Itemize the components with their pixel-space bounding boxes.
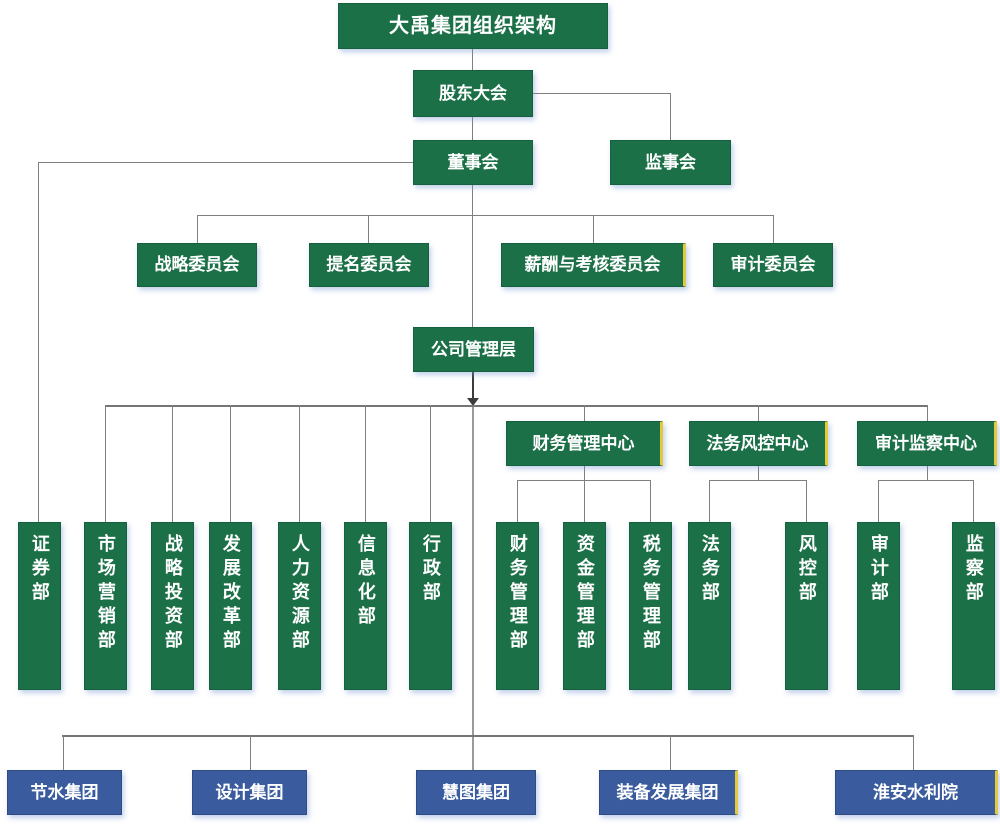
org-node-management[interactable]: 公司管理层 [413, 327, 534, 372]
connector-line [517, 480, 518, 522]
connector-line [430, 405, 431, 522]
dept-informatization[interactable]: 信息化部 [344, 522, 387, 690]
connector-line [973, 480, 974, 522]
connector-line [230, 405, 231, 522]
connector-line [299, 405, 300, 522]
connector-line [172, 405, 173, 522]
connector-line [472, 407, 474, 770]
dept-marketing[interactable]: 市场营销部 [84, 522, 127, 690]
connector-line [758, 466, 759, 480]
arrowhead-down-icon [467, 398, 479, 406]
dept-financial-management[interactable]: 财务管理部 [496, 522, 539, 690]
connector-line [38, 162, 39, 522]
committee-nomination[interactable]: 提名委员会 [309, 243, 429, 287]
org-node-board-of-directors[interactable]: 董事会 [413, 140, 533, 185]
dept-securities[interactable]: 证券部 [18, 522, 61, 690]
connector-line [368, 215, 369, 243]
center-finance-management[interactable]: 财务管理中心 [506, 421, 663, 466]
group-design[interactable]: 设计集团 [192, 770, 307, 815]
connector-line [773, 215, 774, 243]
connector-line [927, 405, 928, 421]
connector-line [472, 49, 473, 70]
connector-line [650, 480, 651, 522]
dept-funds-management[interactable]: 资金管理部 [563, 522, 606, 690]
dept-strategic-investment[interactable]: 战略投资部 [151, 522, 194, 690]
connector-line [593, 215, 594, 243]
group-huaian-water-institute[interactable]: 淮安水利院 [835, 770, 998, 815]
connector-line [913, 735, 914, 770]
dept-tax-management[interactable]: 税务管理部 [629, 522, 672, 690]
committee-audit[interactable]: 审计委员会 [713, 243, 833, 287]
connector-line [878, 480, 879, 522]
dept-risk-control[interactable]: 风控部 [785, 522, 828, 690]
connector-line [250, 735, 251, 770]
center-legal-risk-control[interactable]: 法务风控中心 [689, 421, 828, 466]
connector-line [197, 215, 198, 243]
org-node-supervisory-board[interactable]: 监事会 [610, 140, 731, 185]
group-huitu[interactable]: 慧图集团 [416, 770, 536, 815]
connector-line [533, 93, 671, 94]
center-audit-supervision[interactable]: 审计监察中心 [857, 421, 997, 466]
dept-human-resources[interactable]: 人力资源部 [278, 522, 321, 690]
org-node-root[interactable]: 大禹集团组织架构 [338, 3, 608, 49]
connector-line [709, 480, 807, 481]
connector-line [670, 735, 671, 770]
connector-line [758, 405, 759, 421]
connector-line [63, 735, 64, 770]
connector-line [517, 480, 651, 481]
committee-strategy[interactable]: 战略委员会 [137, 243, 257, 287]
connector-line [927, 466, 928, 480]
connector-line [709, 480, 710, 522]
group-equipment-development[interactable]: 装备发展集团 [599, 770, 738, 815]
org-node-shareholders-meeting[interactable]: 股东大会 [413, 70, 533, 117]
connector-line [472, 117, 473, 140]
group-water-saving[interactable]: 节水集团 [7, 770, 122, 815]
dept-development-reform[interactable]: 发展改革部 [209, 522, 252, 690]
connector-line [472, 184, 473, 327]
connector-line [365, 405, 366, 522]
committee-compensation-assessment[interactable]: 薪酬与考核委员会 [501, 243, 686, 287]
dept-administration[interactable]: 行政部 [409, 522, 452, 690]
dept-supervision[interactable]: 监察部 [952, 522, 995, 690]
connector-line [38, 162, 413, 163]
connector-line [584, 466, 585, 522]
connector-line [878, 480, 974, 481]
dept-legal[interactable]: 法务部 [688, 522, 731, 690]
connector-line [62, 735, 914, 737]
connector-line [472, 371, 474, 403]
connector-line [584, 405, 585, 421]
connector-line [670, 93, 671, 140]
connector-line [197, 215, 774, 216]
connector-line [806, 480, 807, 522]
connector-line [105, 405, 106, 522]
dept-audit[interactable]: 审计部 [857, 522, 900, 690]
connector-line [105, 405, 928, 407]
